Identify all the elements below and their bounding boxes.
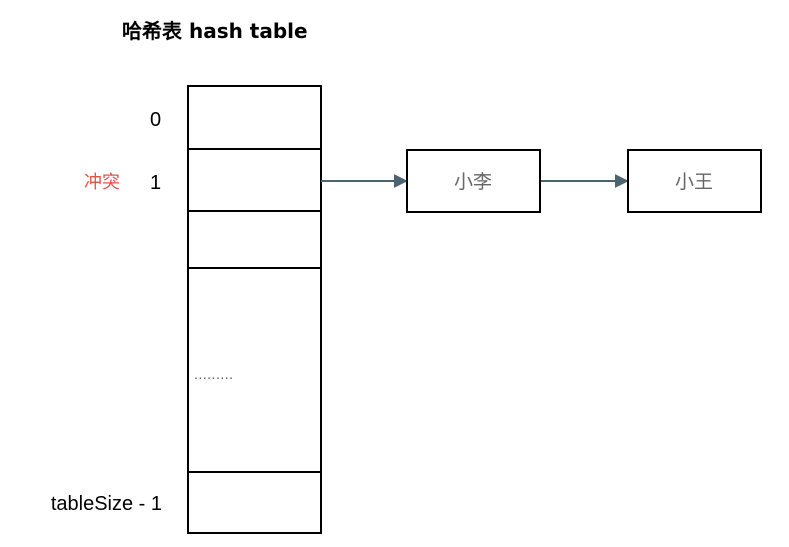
chain-node-2 bbox=[627, 149, 762, 213]
chain-node-1 bbox=[406, 149, 541, 213]
hash-table-array bbox=[187, 85, 322, 534]
diagram-title: 哈希表 hash table bbox=[122, 19, 308, 43]
index-label-last: tableSize - 1 bbox=[51, 493, 162, 515]
bucket-ellipsis: ......... bbox=[194, 366, 234, 382]
index-label-0: 0 bbox=[150, 109, 161, 131]
chain-node-1-label: 小李 bbox=[454, 171, 492, 193]
conflict-label: 冲突 bbox=[84, 172, 120, 193]
index-label-1: 1 bbox=[150, 172, 161, 194]
chain-node-2-label: 小王 bbox=[675, 171, 713, 193]
